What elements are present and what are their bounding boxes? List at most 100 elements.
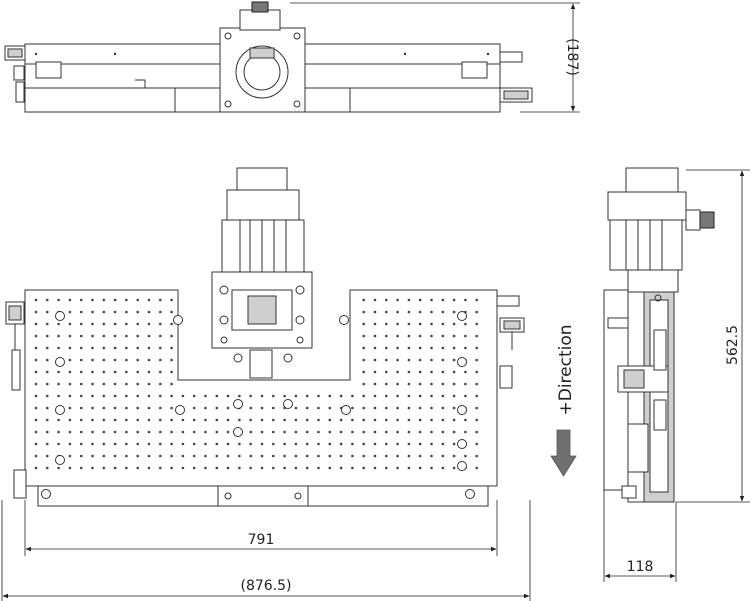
mounting-hole (305, 454, 309, 458)
mounting-hole (147, 406, 151, 410)
mounting-hole (147, 418, 151, 422)
mounting-hole (418, 466, 422, 470)
mounting-hole (339, 454, 343, 458)
top-height-dimension: (187) (290, 2, 580, 113)
mounting-hole (57, 322, 60, 326)
mounting-hole (204, 406, 207, 410)
mounting-hole (46, 322, 49, 326)
mounting-hole (170, 370, 173, 374)
mounting-hole (362, 466, 366, 470)
mounting-hole (362, 430, 366, 434)
mounting-hole (305, 430, 309, 434)
top-motor-cable (239, 9, 281, 31)
mounting-hole (46, 406, 49, 410)
mounting-hole (68, 442, 72, 446)
mounting-hole (57, 430, 60, 434)
mounting-hole (34, 406, 38, 410)
mounting-hole (68, 418, 72, 422)
mounting-hole (113, 394, 117, 398)
mounting-hole (464, 418, 467, 422)
mounting-hole (328, 430, 332, 434)
counterbore-hole (55, 311, 65, 321)
mounting-hole (147, 454, 151, 458)
mounting-hole (396, 418, 399, 422)
mounting-hole (362, 346, 366, 350)
mounting-hole (136, 298, 139, 302)
mounting-hole (385, 346, 388, 350)
mounting-hole (91, 358, 94, 362)
mounting-hole (373, 466, 377, 470)
mounting-hole (475, 358, 479, 362)
mounting-hole (249, 430, 252, 434)
mounting-hole (79, 466, 83, 470)
mounting-hole (407, 322, 411, 326)
mounting-hole (68, 370, 72, 374)
mounting-hole (125, 418, 128, 422)
mounting-hole (430, 418, 433, 422)
mounting-hole (351, 466, 354, 470)
mounting-hole (79, 418, 83, 422)
mounting-hole (396, 298, 399, 302)
mounting-hole (452, 454, 456, 458)
mounting-hole (294, 406, 298, 410)
mounting-hole (147, 298, 151, 302)
mounting-hole (46, 346, 49, 350)
mounting-hole (215, 454, 219, 458)
mounting-hole (272, 418, 275, 422)
mounting-hole (57, 466, 60, 470)
mounting-hole (475, 334, 479, 338)
mounting-hole (407, 334, 411, 338)
mounting-hole (192, 466, 196, 470)
mounting-hole (136, 454, 139, 458)
mounting-hole (102, 418, 106, 422)
mounting-hole (283, 394, 286, 398)
mounting-hole (272, 430, 275, 434)
mounting-hole (452, 370, 456, 374)
mounting-hole (46, 298, 49, 302)
mounting-hole (475, 454, 479, 458)
mounting-hole (204, 418, 207, 422)
mounting-hole (430, 322, 433, 326)
mounting-hole (339, 418, 343, 422)
mounting-hole (147, 430, 151, 434)
mounting-hole (362, 358, 366, 362)
mounting-hole (170, 382, 173, 386)
mounting-hole (441, 334, 445, 338)
mounting-hole (407, 370, 411, 374)
base-width-label: 791 (248, 532, 275, 548)
counterbore-hole (341, 405, 351, 415)
mounting-hole (102, 358, 106, 362)
mounting-hole (351, 418, 354, 422)
mounting-hole (113, 442, 117, 446)
mounting-hole (181, 430, 185, 434)
counterbore-hole (457, 405, 467, 415)
mounting-hole (125, 298, 128, 302)
mounting-hole (79, 334, 83, 338)
mounting-hole (385, 442, 388, 446)
mounting-hole (204, 454, 207, 458)
side-width-dimension: 118 (603, 490, 677, 582)
mounting-hole (441, 370, 445, 374)
mounting-hole (283, 430, 286, 434)
mounting-hole (305, 418, 309, 422)
mounting-hole (136, 418, 139, 422)
mounting-hole (373, 382, 377, 386)
mounting-hole (91, 382, 94, 386)
mounting-hole (147, 370, 151, 374)
top-height-label: (187) (564, 38, 580, 76)
mounting-hole (113, 454, 117, 458)
mounting-hole (475, 298, 479, 302)
mounting-hole (475, 346, 479, 350)
mounting-hole (407, 310, 411, 314)
mounting-hole (441, 394, 445, 398)
mounting-hole (159, 346, 162, 350)
mounting-hole (475, 418, 479, 422)
front-motor-body (221, 219, 305, 273)
mounting-hole (362, 298, 366, 302)
mounting-hole (159, 310, 162, 314)
mounting-hole (215, 418, 219, 422)
mounting-hole (57, 382, 60, 386)
counterbore-hole (41, 489, 51, 499)
mounting-hole (102, 310, 106, 314)
mounting-hole (238, 418, 241, 422)
